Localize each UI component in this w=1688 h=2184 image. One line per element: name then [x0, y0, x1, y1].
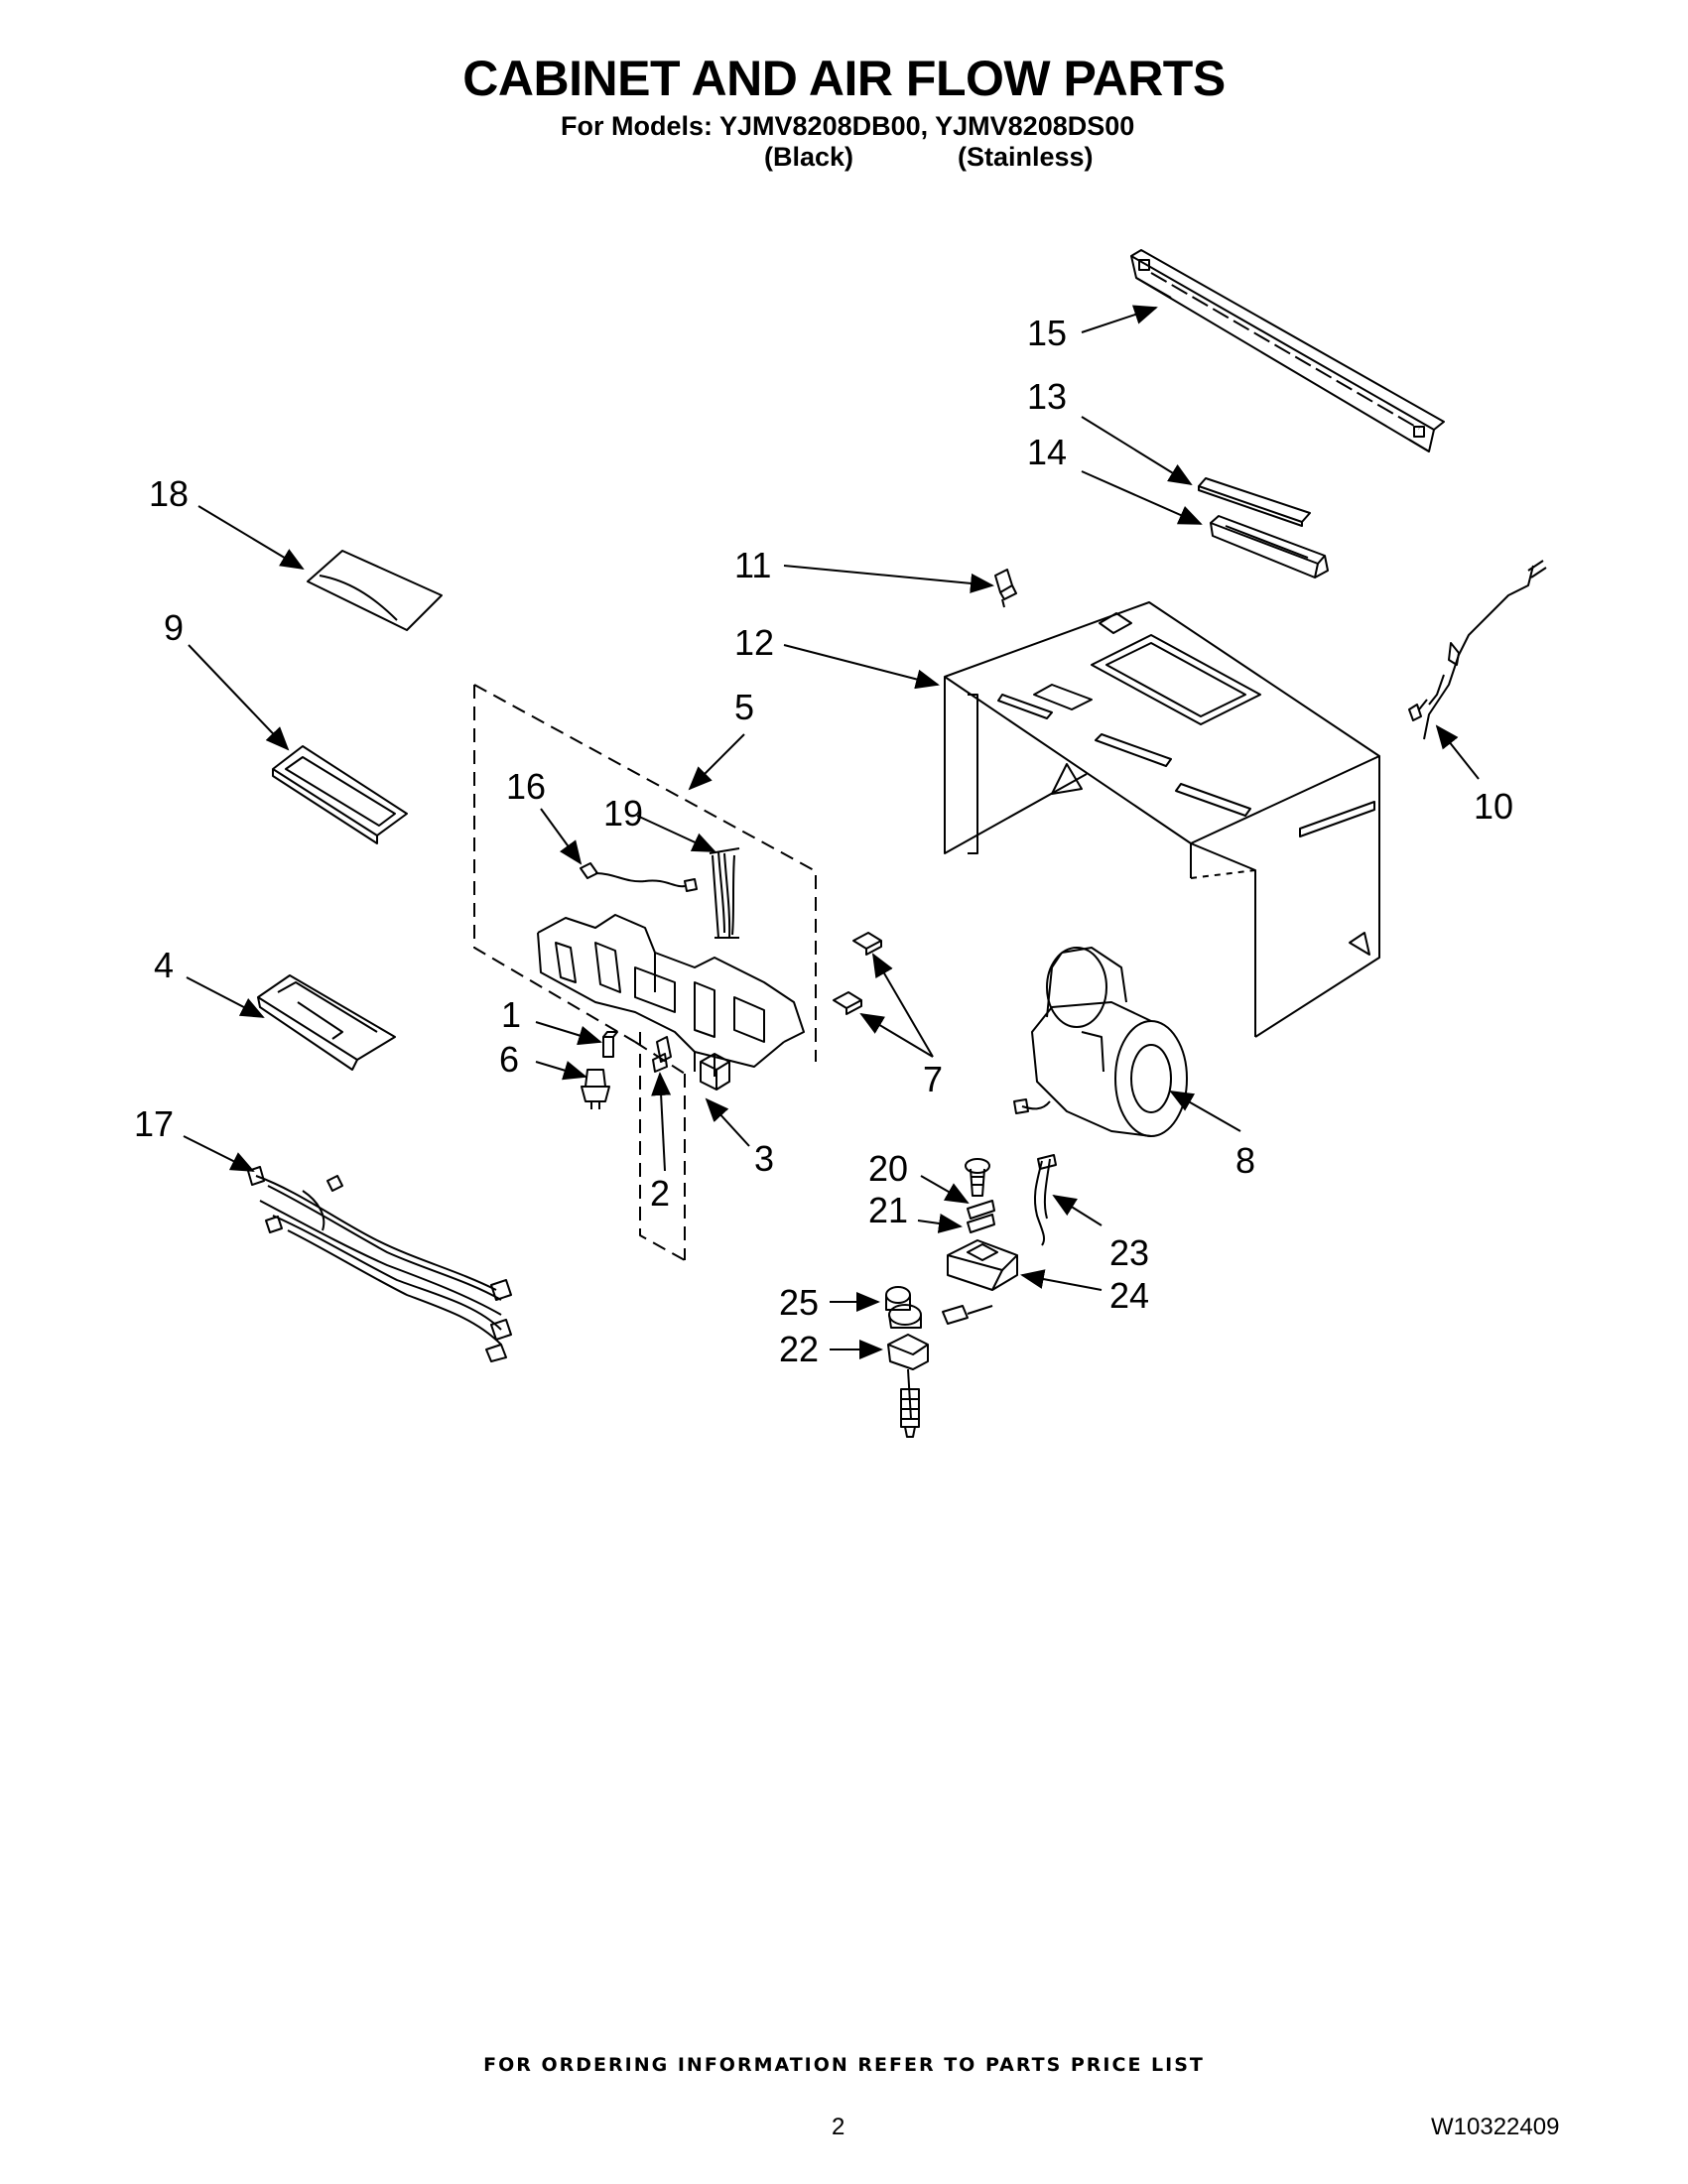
part-22-damper-gear	[887, 1334, 929, 1438]
callout-22: 22	[779, 1329, 819, 1369]
document-number: W10322409	[1431, 2114, 1560, 2140]
part-3-relay	[700, 1053, 730, 1091]
callout-4: 4	[154, 945, 174, 985]
part-2-switch	[652, 1036, 672, 1073]
part-7-bracket-upper	[852, 932, 882, 956]
part-13-charcoal-filter	[1198, 477, 1311, 527]
part-25-damper-motor	[885, 1286, 922, 1329]
callout-5: 5	[734, 687, 754, 727]
callout-10: 10	[1474, 786, 1513, 827]
callout-11: 11	[734, 545, 771, 585]
callout-21: 21	[868, 1190, 908, 1230]
callout-17: 17	[134, 1103, 174, 1144]
part-14-filter-tray	[1210, 515, 1329, 578]
part-11-clip	[994, 569, 1017, 608]
ordering-note: FOR ORDERING INFORMATION REFER TO PARTS …	[483, 2054, 1205, 2076]
leader-lines	[183, 305, 1480, 1359]
callout-12: 12	[734, 622, 774, 663]
part-6-thermostat	[581, 1069, 610, 1109]
page-number: 2	[832, 2114, 845, 2140]
part-1-fuse	[602, 1031, 618, 1058]
callout-24: 24	[1109, 1275, 1149, 1316]
callout-numbers: 1 2 3 4 5 6 7 8 9 10 11 12 13 14 15 16 1…	[134, 313, 1513, 1369]
callout-1: 1	[501, 994, 521, 1035]
callout-16: 16	[506, 766, 546, 807]
callout-13: 13	[1027, 376, 1067, 417]
part-7-bracket-lower	[833, 991, 862, 1015]
callout-15: 15	[1027, 313, 1067, 353]
part-21-clip	[967, 1200, 995, 1233]
page-title: CABINET AND AIR FLOW PARTS	[462, 51, 1226, 106]
part-17-main-wire-harness	[247, 1166, 512, 1362]
part-18-booklet	[307, 550, 443, 631]
callout-7: 7	[923, 1059, 943, 1099]
callout-25: 25	[779, 1282, 819, 1323]
color-black-label: (Black)	[764, 142, 854, 172]
callout-14: 14	[1027, 432, 1067, 472]
part-4-light-cover	[257, 974, 396, 1071]
part-15-vent-grille	[1130, 249, 1445, 452]
part-9-grease-filter	[272, 745, 408, 844]
callout-6: 6	[499, 1039, 519, 1080]
part-12-cabinet	[944, 601, 1380, 1038]
callout-19: 19	[603, 793, 643, 834]
callout-3: 3	[754, 1138, 774, 1179]
callout-23: 23	[1109, 1232, 1149, 1273]
part-16-wire-harness	[580, 862, 698, 892]
part-20-screw	[965, 1158, 990, 1197]
part-5-control-assembly-box	[473, 684, 817, 1261]
control-bracket	[537, 914, 805, 1077]
callout-9: 9	[164, 607, 184, 648]
callout-20: 20	[868, 1148, 908, 1189]
models-line: For Models: YJMV8208DB00, YJMV8208DS00	[561, 111, 1135, 141]
callout-2: 2	[650, 1173, 670, 1214]
part-23-wire	[1033, 1154, 1057, 1246]
callout-18: 18	[149, 473, 189, 514]
part-10-power-cord	[1408, 560, 1547, 740]
part-19-wire-bundle	[709, 847, 740, 939]
part-24-damper-housing	[942, 1239, 1018, 1325]
callout-8: 8	[1235, 1140, 1255, 1181]
color-stainless-label: (Stainless)	[958, 142, 1094, 172]
part-8-blower-motor	[1013, 947, 1188, 1137]
